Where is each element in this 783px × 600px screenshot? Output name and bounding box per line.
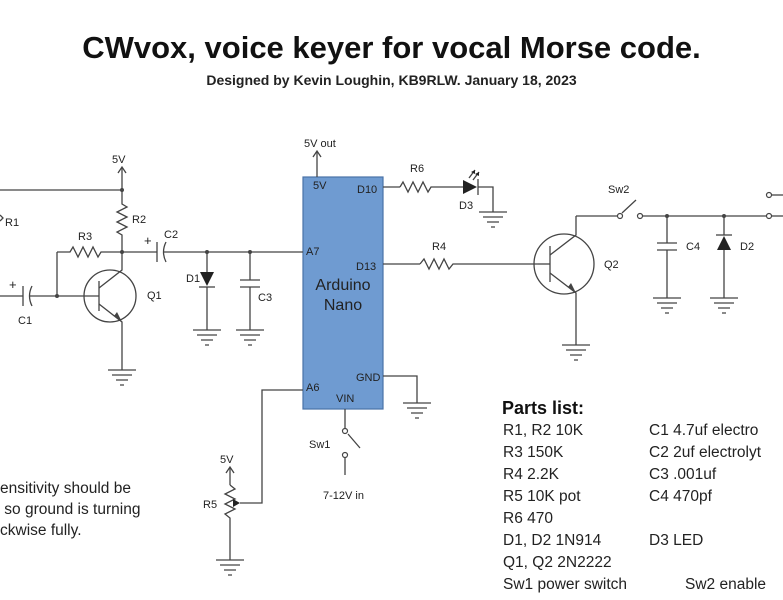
label-c1: C1 — [18, 315, 32, 327]
sw2-switch — [621, 199, 637, 214]
sw1-switch — [347, 433, 361, 449]
sensitivity-note: ensitivity should be so ground is turnin… — [0, 478, 140, 541]
label-c3: C3 — [258, 292, 272, 304]
pin-d13: D13 — [356, 261, 376, 273]
label-vin-in: 7-12V in — [323, 490, 364, 502]
q2-transistor — [533, 233, 595, 295]
pin-vin: VIN — [336, 393, 354, 405]
label-q1: Q1 — [147, 290, 162, 302]
parts-left-item: Sw1 power switch — [503, 576, 628, 593]
pin-d10: D10 — [357, 184, 377, 196]
label-r3: R3 — [78, 231, 92, 243]
arduino-nano-chip — [302, 176, 384, 410]
parts-left-item: R5 10K pot — [503, 488, 581, 505]
parts-left-item: R1, R2 10K — [503, 422, 584, 439]
parts-right-item: D3 LED — [649, 532, 704, 549]
r6-resistor — [399, 180, 463, 194]
r2-resistor — [115, 190, 129, 252]
parts-right-item: Sw2 enable — [685, 576, 767, 593]
pin-a7: A7 — [306, 246, 319, 258]
label-c4: C4 — [686, 241, 700, 253]
parts-list-title: Parts list: — [502, 398, 585, 418]
label-r6: R6 — [410, 163, 424, 175]
label-r1: R1 — [5, 217, 19, 229]
label-r5: R5 — [203, 499, 217, 511]
label-d3: D3 — [459, 200, 473, 212]
pin-5v: 5V — [313, 180, 327, 192]
page-title: CWvox, voice keyer for vocal Morse code. — [82, 30, 701, 65]
label-r2: R2 — [132, 214, 146, 226]
label-c2: C2 — [164, 229, 178, 241]
label-5v-left: 5V — [112, 154, 126, 166]
label-plus-c2: + — [144, 233, 152, 248]
label-r4: R4 — [432, 241, 446, 253]
label-q2: Q2 — [604, 259, 619, 271]
parts-left-item: Q1, Q2 2N2222 — [503, 554, 612, 571]
c4-capacitor — [657, 242, 677, 251]
label-5v-out: 5V out — [304, 138, 336, 150]
note-line: so ground is turning — [0, 501, 141, 518]
r3-resistor — [57, 245, 122, 259]
parts-right-item: C4 470pf — [649, 488, 712, 505]
note-line: ensitivity should be — [0, 480, 131, 497]
pin-gnd: GND — [356, 372, 381, 384]
parts-left-item: R4 2.2K — [503, 466, 560, 483]
parts-left-item: D1, D2 1N914 — [503, 532, 602, 549]
page-subtitle: Designed by Kevin Loughin, KB9RLW. Janua… — [206, 72, 577, 88]
r1-resistor — [0, 214, 4, 222]
r5-potentiometer — [223, 484, 237, 560]
label-sw2: Sw2 — [608, 184, 629, 196]
d3-led — [463, 180, 477, 194]
r4-resistor — [419, 257, 538, 271]
note-line: ckwise fully. — [0, 522, 82, 539]
label-d1: D1 — [186, 273, 200, 285]
label-d2: D2 — [740, 241, 754, 253]
label-sw1: Sw1 — [309, 439, 330, 451]
parts-right-item: C3 .001uf — [649, 466, 717, 483]
d1-diode — [200, 272, 214, 286]
pin-a6: A6 — [306, 382, 319, 394]
chip-name-1: Arduino — [315, 277, 370, 294]
parts-right-item: C1 4.7uf electro — [649, 422, 759, 439]
parts-left-item: R6 470 — [503, 510, 553, 527]
label-plus-c1: + — [9, 277, 17, 292]
label-5v-pot: 5V — [220, 454, 234, 466]
c3-capacitor — [240, 279, 260, 288]
parts-right-item: C2 2uf electrolyt — [649, 444, 761, 461]
d2-diode — [717, 236, 731, 250]
parts-left-item: R3 150K — [503, 444, 564, 461]
chip-name-2: Nano — [324, 297, 362, 314]
